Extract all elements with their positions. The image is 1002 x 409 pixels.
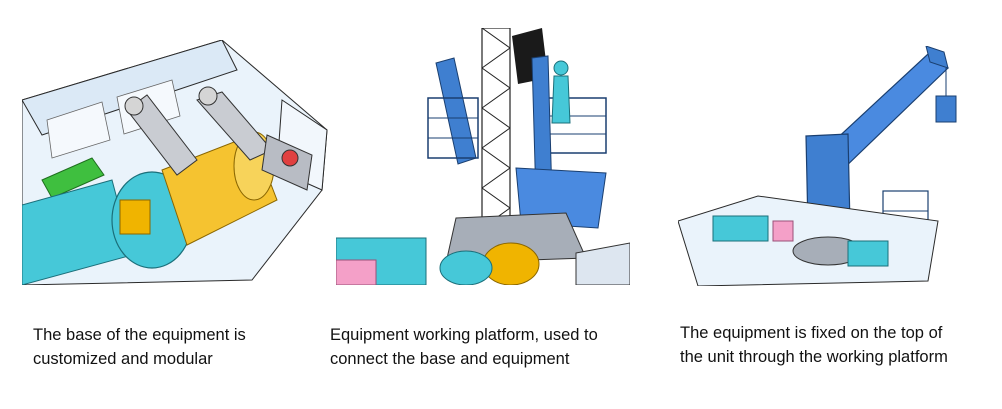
caption-platform: Equipment working platform, used to conn… — [330, 326, 598, 368]
working-platform-image — [336, 28, 630, 285]
crane-on-unit-image — [678, 46, 957, 286]
equipment-base-image — [22, 40, 328, 285]
caption-crane: The equipment is fixed on the top of the… — [680, 324, 948, 366]
caption-base: The base of the equipment is customized … — [33, 326, 246, 368]
panel-platform — [336, 28, 630, 285]
panel-crane — [678, 46, 978, 286]
panel-base — [22, 40, 330, 285]
